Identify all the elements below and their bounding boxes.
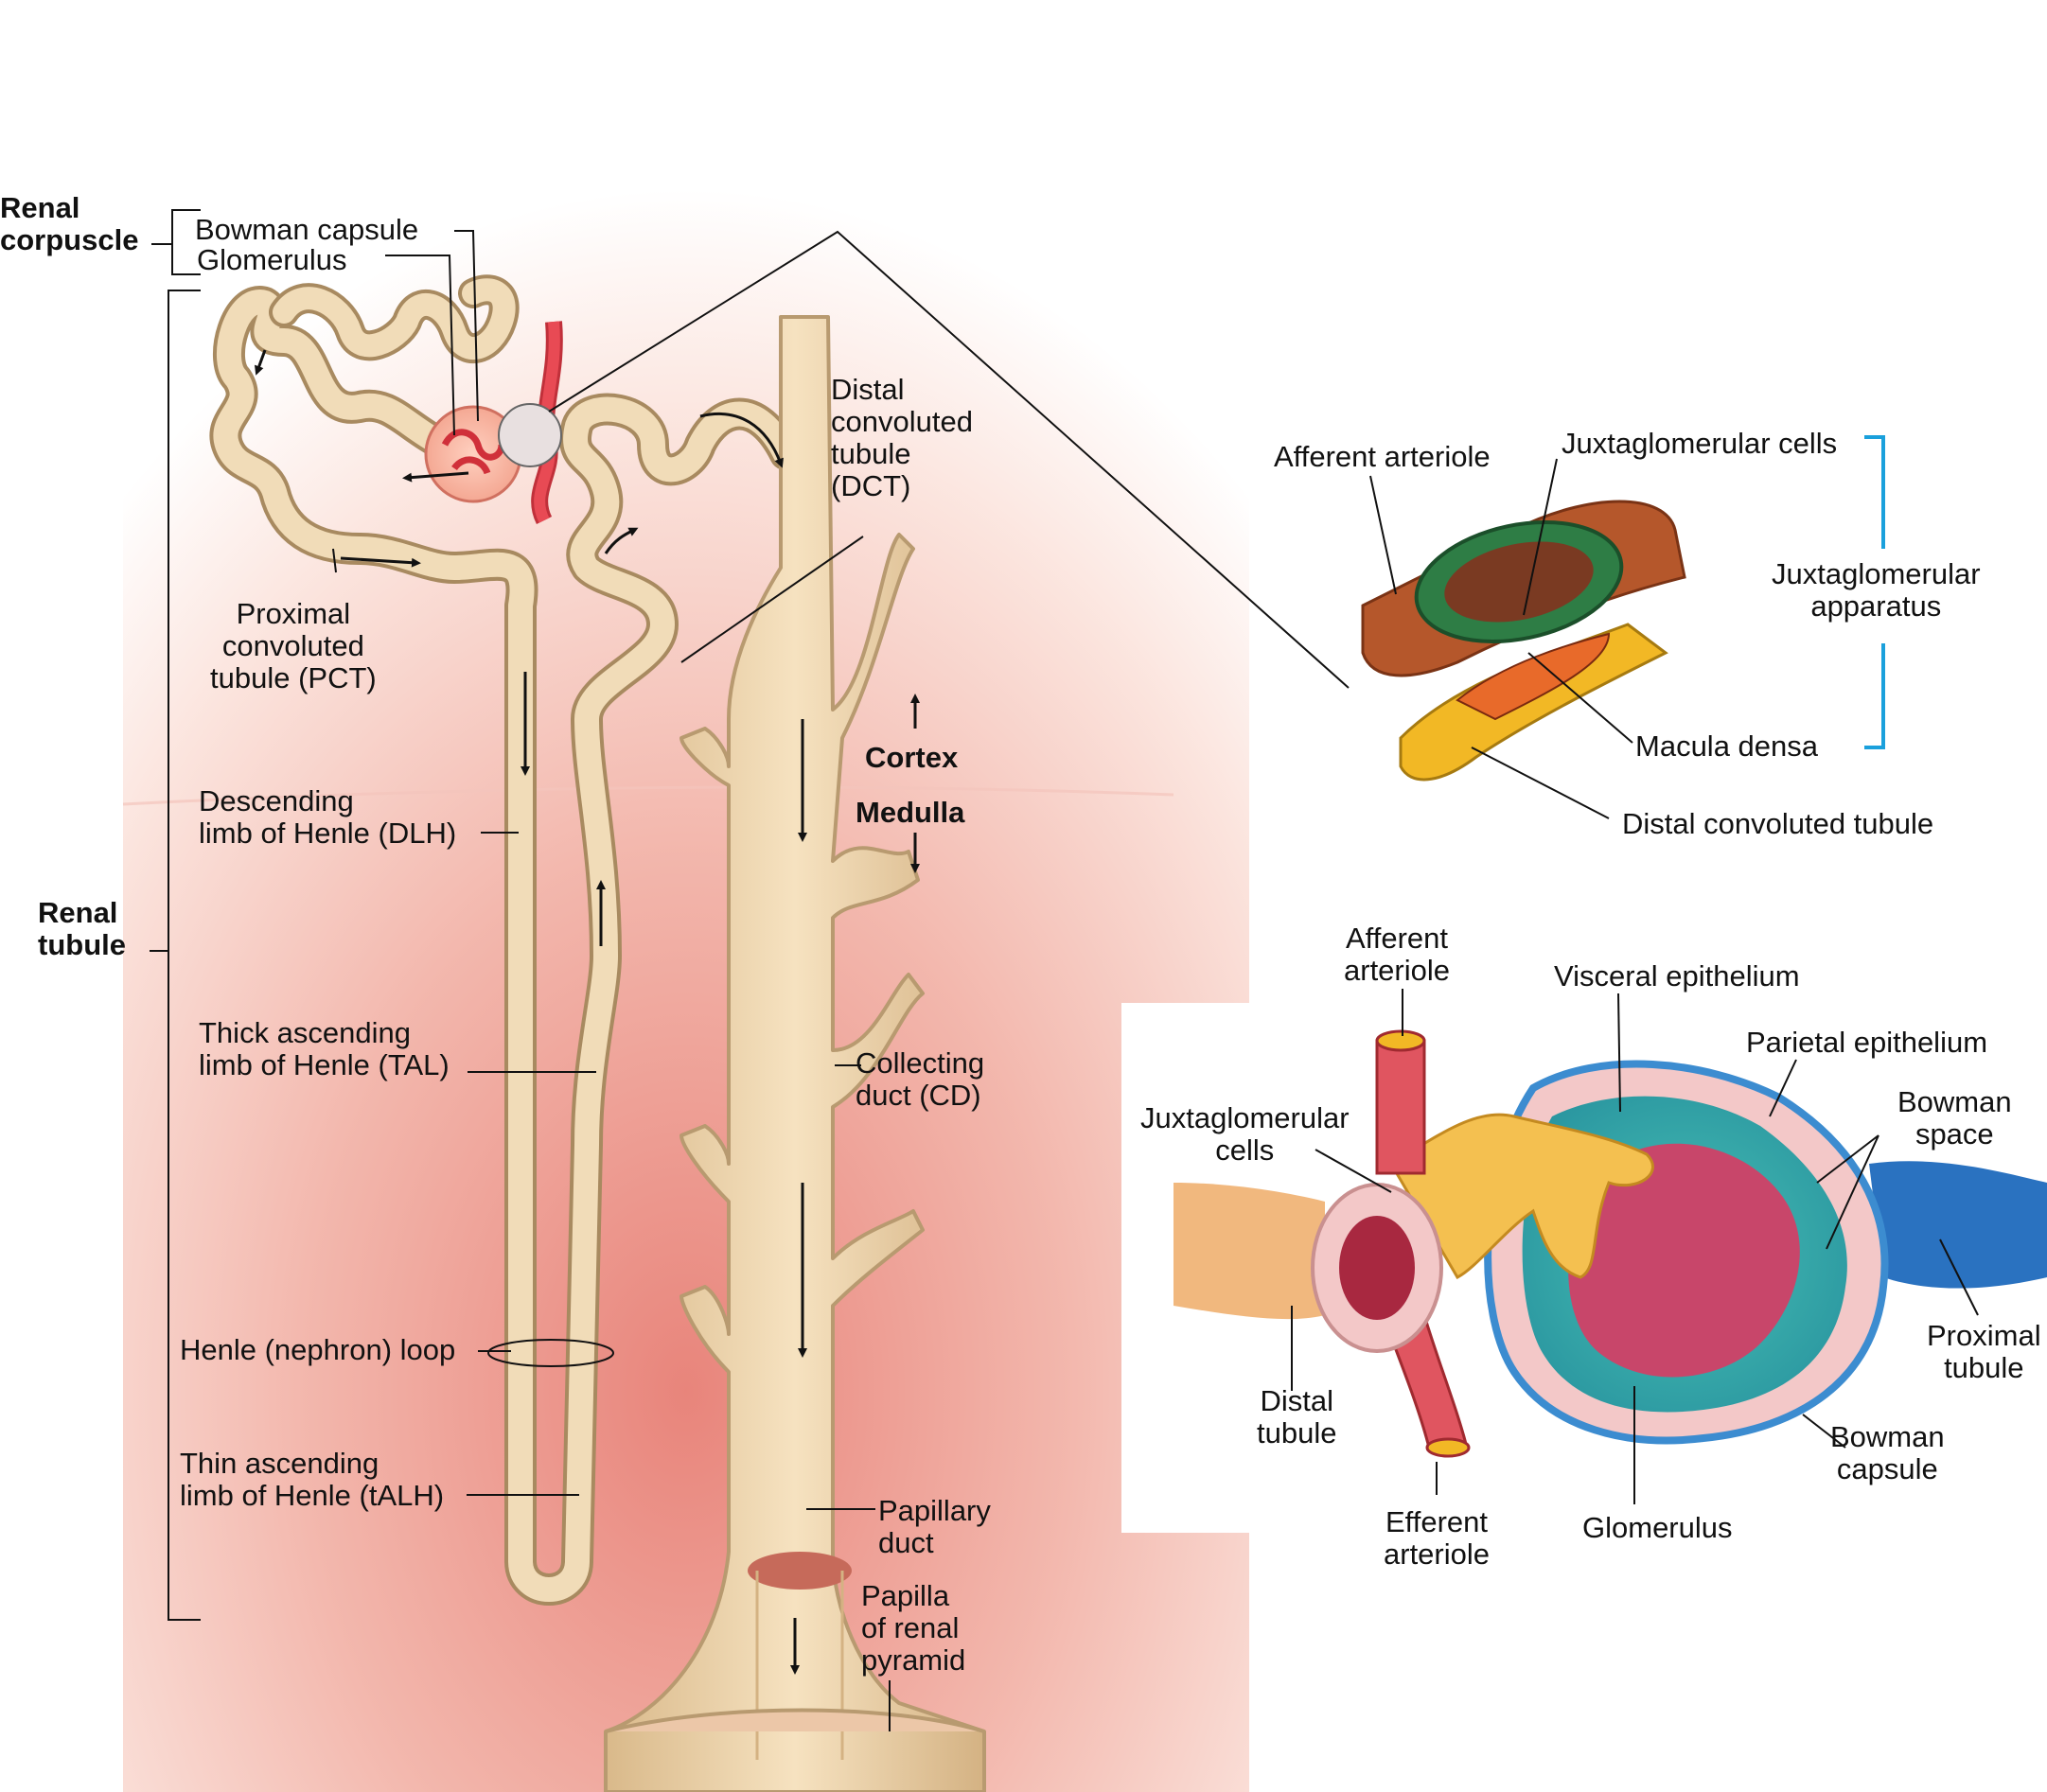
label-tal: Thick ascending limb of Henle (TAL) (199, 1016, 450, 1081)
label-bc-proximal-tubule: Proximal tubule (1927, 1319, 2041, 1384)
label-glomerulus: Glomerulus (197, 243, 347, 276)
label-jga-dct: Distal convoluted tubule (1622, 807, 1934, 840)
label-jga-apparatus: Juxtaglomerular apparatus (1772, 557, 1981, 623)
label-renal-tubule: Renal tubule (38, 896, 126, 961)
label-papilla: Papilla of renal pyramid (861, 1579, 966, 1677)
cortex-medulla-boundary (122, 785, 1174, 806)
label-jga-afferent-arteriole: Afferent arteriole (1274, 440, 1491, 473)
label-henle-loop: Henle (nephron) loop (180, 1333, 456, 1366)
leader-lines (150, 209, 1979, 1731)
label-papillary-duct: Papillary duct (878, 1494, 991, 1559)
label-collecting-duct: Collecting duct (CD) (856, 1046, 985, 1112)
label-dct: Distal convoluted tubule (DCT) (831, 373, 973, 502)
label-talh: Thin ascending limb of Henle (tALH) (180, 1447, 445, 1512)
label-bc-visceral-epithelium: Visceral epithelium (1554, 959, 1800, 993)
label-pct: Proximal convoluted tubule (PCT) (210, 597, 377, 694)
label-renal-corpuscle: Renal corpuscle (0, 191, 139, 256)
jga-inset-illustration (1361, 500, 1686, 782)
label-bc-jg-cells: Juxtaglomerular cells (1140, 1101, 1350, 1167)
label-bc-distal-tubule: Distal tubule (1257, 1384, 1337, 1449)
label-jga-jg-cells: Juxtaglomerular cells (1562, 427, 1838, 460)
zoom-lines (548, 230, 1350, 689)
label-bowman-capsule: Bowman capsule (195, 213, 419, 246)
label-cortex: Cortex (865, 741, 959, 774)
label-bc-afferent-arteriole: Afferent arteriole (1344, 922, 1450, 987)
label-bc-efferent-arteriole: Efferent arteriole (1384, 1505, 1490, 1571)
nephron-tubule (209, 274, 802, 1606)
flow-arrows (255, 349, 920, 1675)
label-bc-parietal-epithelium: Parietal epithelium (1746, 1026, 1988, 1059)
label-bc-bowman-capsule: Bowman capsule (1830, 1420, 1945, 1485)
bowman-inset-illustration (1173, 1029, 2047, 1458)
label-medulla: Medulla (856, 796, 965, 829)
label-dlh: Descending limb of Henle (DLH) (199, 784, 457, 850)
renal-corpuscle-illustration (424, 321, 563, 525)
label-bc-glomerulus: Glomerulus (1582, 1511, 1733, 1544)
kidney-background (123, 189, 1249, 1792)
label-jga-macula-densa: Macula densa (1635, 729, 1819, 763)
label-bc-bowman-space: Bowman space (1897, 1085, 2012, 1151)
